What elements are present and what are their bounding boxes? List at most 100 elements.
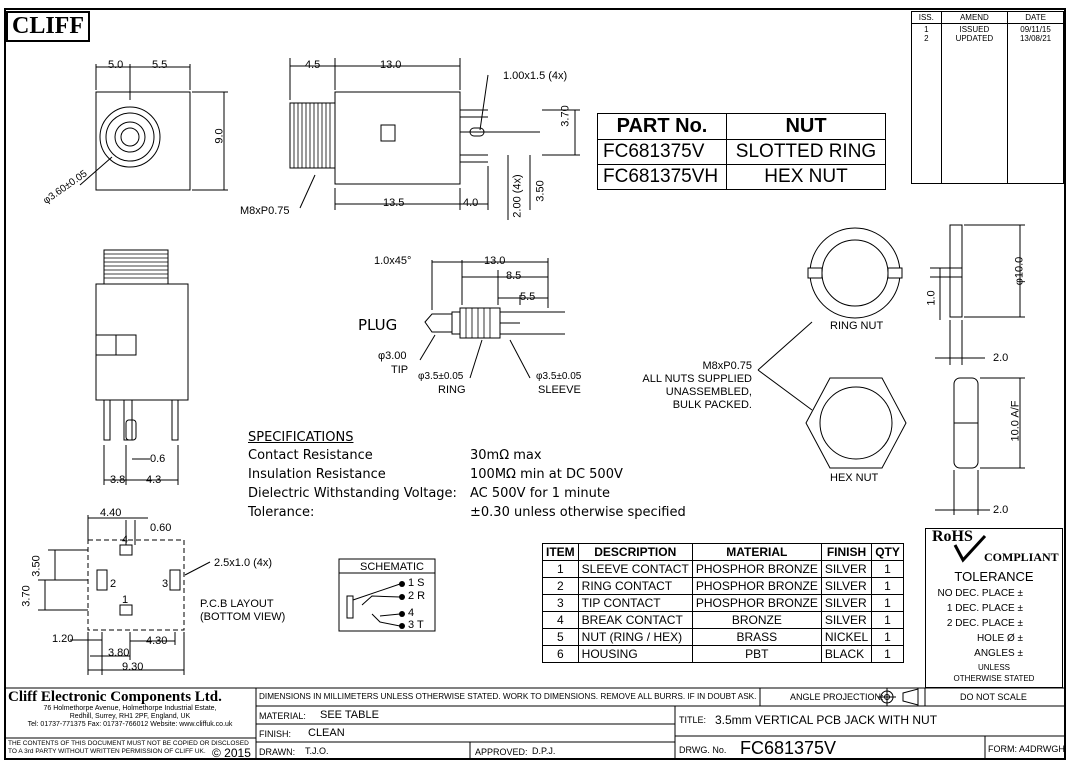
pcb-w2: 0.60 xyxy=(150,522,172,534)
schematic-pin-1: 1 S xyxy=(408,577,425,589)
title-block-lines xyxy=(4,687,1066,760)
company-address: 76 Holmethorpe Avenue, Holmethorpe Indus… xyxy=(27,705,233,728)
hex-nut-label: HEX NUT xyxy=(830,472,879,484)
dim-side-pin: 1.00x1.5 (4x) xyxy=(503,70,568,82)
plug-drawing xyxy=(419,258,565,379)
spec-value-3: AC 500V for 1 minute xyxy=(470,486,610,501)
spec-label-1: Contact Resistance xyxy=(248,448,373,463)
spec-label-3: Dielectric Withstanding Voltage: xyxy=(248,486,457,501)
pcb-d380: 3.80 xyxy=(108,647,130,659)
dim-bottom-a: 0.6 xyxy=(150,453,166,465)
plug-l2: 8.5 xyxy=(506,270,522,282)
dim-side-h: 3.70 xyxy=(559,105,572,127)
title-value: 3.5mm VERTICAL PCB JACK WITH NUT xyxy=(715,713,938,727)
material-value: SEE TABLE xyxy=(320,709,379,721)
dim-bottom-c: 4.3 xyxy=(146,474,162,486)
finish-value: CLEAN xyxy=(308,727,345,739)
plug-ring-dia: φ3.5±0.05 xyxy=(418,371,464,382)
dim-side-c: 13.5 xyxy=(383,197,405,209)
rohs-check-icon xyxy=(953,534,987,563)
spec-value-4: ±0.30 unless otherwise specified xyxy=(470,505,686,520)
drawing-number: FC681375V xyxy=(740,738,837,758)
angle-projection-icon xyxy=(878,688,919,706)
finish-label: FINISH: xyxy=(259,729,292,739)
rohs-label: RoHS xyxy=(932,528,973,545)
front-view xyxy=(79,64,228,191)
dim-nut-w2: 2.0 xyxy=(993,504,1009,516)
drawn-label: DRAWN: xyxy=(259,747,296,757)
drawing-border xyxy=(4,8,1066,760)
dim-front-h: 9.0 xyxy=(213,128,226,144)
plug-sleeve: SLEEVE xyxy=(538,384,581,396)
tolerance-title: TOLERANCE xyxy=(954,569,1034,584)
pcb-w1: 4.40 xyxy=(100,507,122,519)
spec-value-2: 100MΩ min at DC 500V xyxy=(470,467,623,482)
pcb-subtitle: (BOTTOM VIEW) xyxy=(200,611,286,623)
hex-nut xyxy=(757,321,1025,515)
plug-ring: RING xyxy=(438,384,466,396)
material-label: MATERIAL: xyxy=(259,711,306,721)
schematic-symbol xyxy=(338,558,436,632)
dim-side-f: 3.50 xyxy=(534,180,547,202)
cliff-logo: CLIFF xyxy=(6,11,90,42)
drawn-value: T.J.O. xyxy=(305,746,329,756)
plug-l3: 5.5 xyxy=(520,291,536,303)
schematic-pin-2: 2 R xyxy=(408,590,426,602)
dim-side-d: 4.0 xyxy=(463,197,479,209)
tolerance-box xyxy=(925,528,1063,688)
dim-bottom-b: 3.8 xyxy=(110,474,126,486)
pcb-d120: 1.20 xyxy=(52,633,74,645)
drawing-number-label: DRWG. No. xyxy=(679,745,727,755)
dim-nut-thk: 1.0 xyxy=(925,290,938,306)
form-number: FORM: A4DRWGH xyxy=(988,744,1065,754)
ring-nut xyxy=(807,224,1025,365)
copyright: © 2015 xyxy=(212,746,251,760)
pcb-pin-3: 3 xyxy=(162,578,169,590)
plug-tip-dia: φ3.00 xyxy=(378,350,407,362)
pcb-title: P.C.B LAYOUT xyxy=(200,598,274,610)
pcb-pin-2: 2 xyxy=(110,578,117,590)
plug-label: PLUG xyxy=(358,316,398,334)
pcb-pad: 2.5x1.0 (4x) xyxy=(214,557,273,569)
rohs-compliant: COMPLIANT xyxy=(984,550,1059,564)
dim-nut-w1: 2.0 xyxy=(993,352,1009,364)
plug-l1: 13.0 xyxy=(484,255,506,267)
dim-side-e: 2.00 (4x) xyxy=(511,174,524,218)
dim-nut-dia: φ10.0 xyxy=(1013,256,1026,286)
pcb-h1: 3.50 xyxy=(30,555,43,577)
schematic-title: SCHEMATIC xyxy=(360,561,424,573)
tolerance-lines: NO DEC. PLACE ±1 DEC. PLACE ±2 DEC. PLAC… xyxy=(937,588,1023,659)
do-not-scale: DO NOT SCALE xyxy=(960,692,1027,702)
angle-projection-label: ANGLE PROJECTION: xyxy=(790,692,884,702)
ring-nut-label: RING NUT xyxy=(830,320,884,332)
spec-value-1: 30mΩ max xyxy=(470,448,542,463)
pcb-d930: 9.30 xyxy=(122,661,144,673)
copy-notice: THE CONTENTS OF THIS DOCUMENT MUST NOT B… xyxy=(8,740,249,755)
dim-side-thread: M8xP0.75 xyxy=(240,205,290,217)
side-view xyxy=(289,58,580,220)
dim-side-b: 13.0 xyxy=(380,59,402,71)
dim-front-w2: 5.5 xyxy=(152,59,168,71)
title-label: TITLE: xyxy=(679,715,707,725)
dim-side-a: 4.5 xyxy=(305,59,321,71)
pcb-pin-1: 1 xyxy=(122,594,129,606)
dimension-note: DIMENSIONS IN MILLIMETERS UNLESS OTHERWI… xyxy=(259,692,757,701)
housing-view xyxy=(95,249,189,485)
dim-front-w1: 5.0 xyxy=(108,59,124,71)
pcb-h2: 3.70 xyxy=(20,585,33,607)
dim-nut-af: 10.0 A/F xyxy=(1009,400,1022,442)
approved-label: APPROVED: xyxy=(475,747,528,757)
schematic-pin-3: 3 T xyxy=(408,619,424,631)
pcb-pin-4: 4 xyxy=(122,534,129,546)
